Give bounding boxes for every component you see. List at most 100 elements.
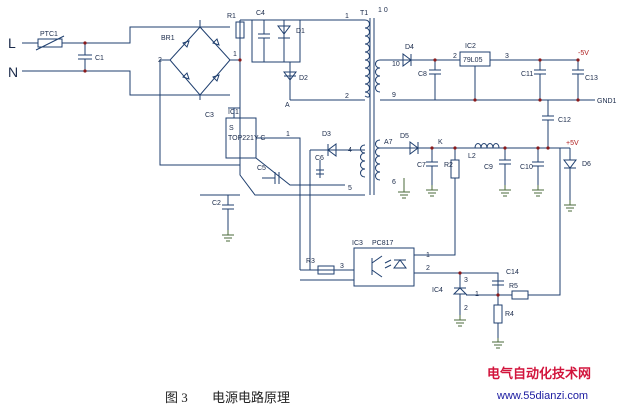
capacitor-c10 xyxy=(532,148,544,185)
pin-t1-10: 10 xyxy=(392,61,400,68)
wire-ic3-2 xyxy=(414,272,499,285)
node xyxy=(536,146,540,150)
pin-t1-2: 2 xyxy=(345,93,349,100)
capacitor-c8 xyxy=(429,60,441,100)
resistor-r1 xyxy=(235,21,245,39)
ptc1-slash xyxy=(35,35,65,51)
resistor-r3 xyxy=(317,265,335,275)
ground-symbol xyxy=(492,338,504,349)
capacitor-c4 xyxy=(258,20,270,62)
node xyxy=(433,58,437,62)
node xyxy=(496,293,500,297)
node xyxy=(538,58,542,62)
label-r1: R1 xyxy=(227,13,236,20)
pin-t1-5: 5 xyxy=(348,185,352,192)
wire-r5 xyxy=(498,148,561,296)
label-c7: C7 xyxy=(417,162,426,169)
label-r4: R4 xyxy=(505,311,514,318)
label-d3: D3 xyxy=(322,131,331,138)
capacitor-c7 xyxy=(426,148,438,185)
wire-source xyxy=(239,158,365,196)
wire-N-to-bridge xyxy=(22,70,230,96)
ground-symbol xyxy=(454,315,466,327)
label-t1-top: 1 0 xyxy=(378,7,388,14)
diode-d1 xyxy=(277,25,291,39)
capacitor-c5 xyxy=(262,172,280,184)
label-top221: TOP221Y C xyxy=(228,135,266,142)
pin-node-a: A xyxy=(285,102,290,109)
node xyxy=(238,58,242,62)
label-c13: C13 xyxy=(585,75,598,82)
label-ic2-part: 79L05 xyxy=(463,57,483,64)
pin-ic1-1: 1 xyxy=(286,131,290,138)
diode-d2 xyxy=(283,71,297,81)
pin-t1-9: 9 xyxy=(392,92,396,99)
wire-ic1-control xyxy=(256,137,301,270)
node xyxy=(473,98,477,102)
wire-reg-out xyxy=(490,59,579,70)
ground-symbol xyxy=(564,200,576,212)
label-c9: C9 xyxy=(484,164,493,171)
label-N: N xyxy=(8,64,18,80)
capacitor-c6 xyxy=(309,150,324,178)
label-t1: T1 xyxy=(360,10,368,17)
node xyxy=(503,146,507,150)
ground-symbol xyxy=(222,230,234,242)
label-r3: R3 xyxy=(306,258,315,265)
ic3-phototransistor xyxy=(371,255,383,278)
label-c10: C10 xyxy=(520,164,533,171)
label-ic4: IC4 xyxy=(432,287,443,294)
watermark-url: www.55dianzi.com xyxy=(496,390,588,402)
label-c2: C2 xyxy=(212,200,221,207)
label-gnd1: GND1 xyxy=(597,98,617,105)
node xyxy=(458,271,462,275)
t1-secondary-positive xyxy=(375,139,381,181)
ground-symbol xyxy=(499,185,511,197)
label-r2: R2 xyxy=(444,162,453,169)
label-ptc1: PTC1 xyxy=(40,31,58,38)
diode-d5 xyxy=(409,141,419,155)
regulator-ic4 xyxy=(452,273,468,315)
label-d6: D6 xyxy=(582,161,591,168)
pin-br1-1: 1 xyxy=(233,51,237,58)
capacitor-c2 xyxy=(200,194,240,230)
ic3-light-arrows xyxy=(384,259,392,269)
node xyxy=(538,98,542,102)
bridge-diodes xyxy=(182,38,220,82)
label-c5: C5 xyxy=(257,165,266,172)
caption-title: 电源电路原理 xyxy=(212,390,290,405)
label-ic2: IC2 xyxy=(465,43,476,50)
wire-ic1-to-c5 xyxy=(255,157,345,186)
pin-ic3-3: 3 xyxy=(340,263,344,270)
ground-symbol xyxy=(532,185,544,197)
label-plus5v: +5V xyxy=(566,140,579,147)
capacitor-c1 xyxy=(78,43,92,71)
label-d2: D2 xyxy=(299,75,308,82)
inductor-l2 xyxy=(474,143,500,149)
pin-ic4-3: 3 xyxy=(464,277,468,284)
label-minus5v: -5V xyxy=(578,50,589,57)
watermark-site-name: 电气自动化技术网 xyxy=(487,366,591,381)
node xyxy=(83,41,87,45)
label-c3: C3 xyxy=(205,112,214,119)
label-c4: C4 xyxy=(256,10,265,17)
t1-secondary-negative xyxy=(375,59,381,93)
optocoupler-ic3 xyxy=(353,247,415,287)
diode-d4 xyxy=(402,53,412,67)
label-d4: D4 xyxy=(405,44,414,51)
wire-L-to-bridge xyxy=(62,26,230,44)
bridge-rectifier-br1 xyxy=(169,26,231,96)
capacitor-c9 xyxy=(499,148,511,185)
t1-primary-winding xyxy=(364,19,370,98)
label-br1: BR1 xyxy=(161,35,175,42)
ic3-led xyxy=(393,259,407,269)
label-c12: C12 xyxy=(558,117,571,124)
pin-ic3-2: 2 xyxy=(426,265,430,272)
label-c11: C11 xyxy=(521,71,533,78)
label-L: L xyxy=(8,35,16,51)
label-d5: D5 xyxy=(400,133,409,140)
label-a7: A7 xyxy=(384,139,393,146)
pin-ic4-2: 2 xyxy=(464,305,468,312)
